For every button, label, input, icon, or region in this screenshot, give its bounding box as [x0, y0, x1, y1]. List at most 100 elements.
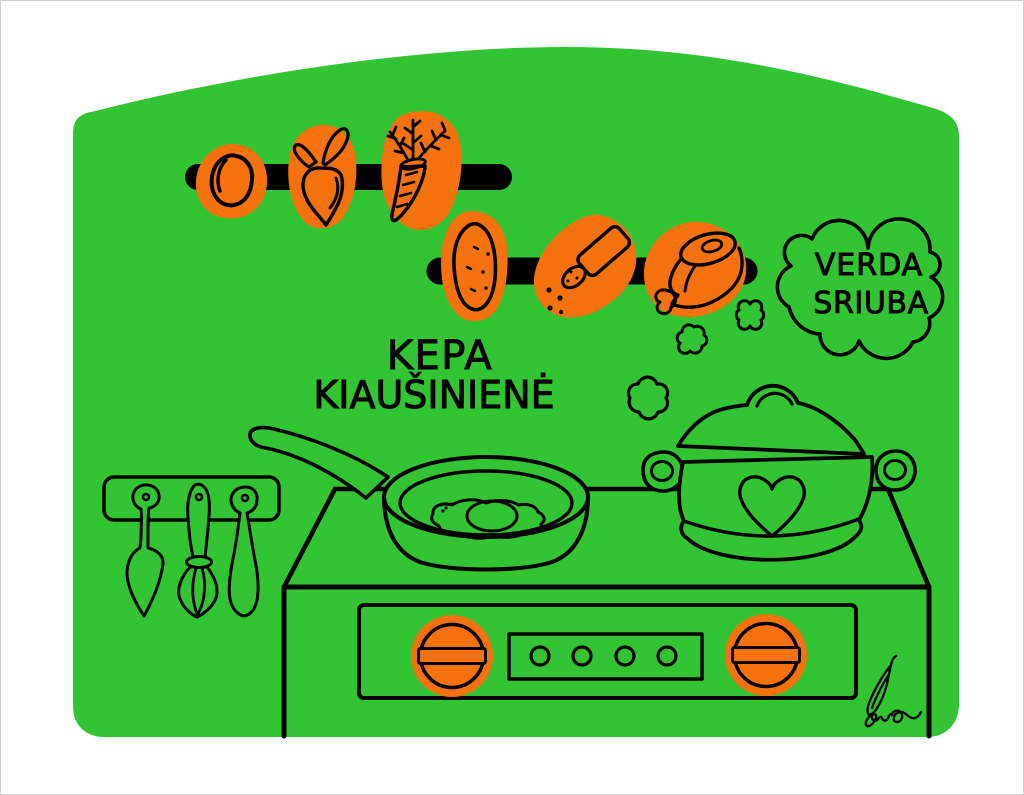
pan-rim: [382, 455, 590, 539]
beet-bulb: [301, 166, 345, 227]
ear-hole: [650, 460, 674, 482]
pan-inner: [398, 469, 574, 537]
whisk-handle: [186, 482, 211, 559]
soup-pot: [641, 383, 917, 562]
stove-indicator-strip: [507, 632, 704, 681]
salt-grain: [547, 305, 553, 311]
potato-eyes: [465, 245, 490, 293]
onion-layer-line: [216, 158, 228, 193]
whisk-wire: [196, 566, 207, 616]
carrot-green-stem: [402, 118, 423, 161]
salt-cap-hole: [575, 276, 579, 280]
potato-eye-dot: [484, 286, 488, 290]
onion-badge: [195, 144, 268, 219]
salt-badge: [533, 214, 637, 318]
salt-grain: [557, 295, 563, 301]
carrot-ridges: [395, 170, 419, 209]
artist-signature: [864, 654, 923, 728]
utensil-server: [125, 483, 165, 618]
potato-eye-dot: [481, 270, 485, 274]
potato-eye-dot: [486, 252, 490, 256]
stove: [281, 486, 932, 739]
spatula-body: [227, 485, 260, 618]
lid-dome: [676, 383, 866, 456]
egg-dot: [438, 503, 442, 507]
stove-top-left-edge: [281, 486, 338, 590]
indicator-dot: [529, 645, 551, 667]
beet-shine: [328, 176, 340, 210]
whisk-collar: [185, 555, 213, 569]
egg-yolk: [465, 499, 519, 533]
indicator-dot: [571, 645, 593, 667]
caption-frying-line1: KEPA: [387, 333, 493, 379]
caption-soup-line2: SRIUBA: [813, 286, 928, 321]
egg-dot: [444, 506, 448, 510]
salt-grains: [546, 270, 579, 315]
egg-dot: [450, 502, 454, 506]
skewer-1: [185, 110, 512, 231]
indicator-dot: [656, 645, 678, 667]
steam-puffs: [626, 299, 766, 421]
steam-puff: [734, 299, 766, 331]
stove-top-right-edge: [885, 486, 932, 590]
ear-hole: [883, 459, 907, 481]
fried-egg: [430, 498, 546, 540]
pot-ear-right: [874, 449, 917, 492]
carrot-green-stem: [386, 125, 410, 162]
badge-blob: [441, 211, 508, 322]
egg-white: [430, 498, 546, 540]
caption-soup-line1: VERDA: [815, 248, 923, 283]
carrot-green-stem: [416, 121, 451, 161]
utensil-spatula: [227, 485, 260, 618]
ear-outer: [641, 450, 685, 493]
skewer-2: [426, 211, 758, 322]
carrot-root: [390, 164, 427, 223]
egg-dot: [441, 509, 445, 513]
indicator-dot: [614, 645, 636, 667]
whisk-hole: [194, 492, 204, 502]
pot-body: [677, 455, 875, 562]
stove-control-panel: [357, 603, 858, 700]
utensil-whisk: [177, 482, 219, 619]
beet-leaf-right: [321, 127, 350, 167]
pot-ear-left: [641, 450, 685, 493]
ear-outer: [874, 449, 917, 492]
stove-knob-right: [725, 614, 807, 696]
knob-handle: [417, 647, 487, 665]
whisk-balloon: [177, 565, 219, 619]
onion-outline: [209, 153, 255, 208]
salt-cap: [561, 264, 587, 290]
whisk-wire: [191, 566, 199, 616]
beet-leaf-left: [292, 143, 318, 169]
server-body: [125, 483, 165, 618]
lid-knob: [755, 391, 794, 408]
ham-body: [668, 246, 744, 309]
pot-lid: [676, 383, 866, 456]
caption-frying-line2: KIAUŠINIENĖ: [313, 373, 554, 417]
salt-grain: [558, 309, 564, 315]
frying-pan: [248, 425, 590, 572]
beet-badge: [288, 124, 357, 229]
indicator-box: [507, 632, 704, 681]
speech-blob-outline: [775, 217, 945, 361]
stove-knob-left: [411, 615, 493, 697]
carrot-badge: [381, 110, 462, 231]
salt-cap-hole: [569, 270, 573, 274]
ham-bone: [654, 288, 677, 316]
utensil-rack: [102, 475, 281, 619]
pot-heart: [738, 475, 806, 538]
ham-face-inner: [700, 238, 724, 254]
knob-handle: [731, 646, 801, 664]
badge-blob: [533, 214, 637, 318]
steam-puff: [675, 323, 709, 355]
signature-script: [864, 654, 923, 728]
ham-badge: [643, 221, 747, 318]
potato-eye-dashes: [465, 245, 480, 293]
spatula-hole: [240, 493, 250, 503]
carrot-greens: [386, 118, 451, 162]
server-hole: [141, 492, 151, 502]
potato-outline: [452, 221, 498, 312]
pan-handle: [248, 425, 390, 500]
